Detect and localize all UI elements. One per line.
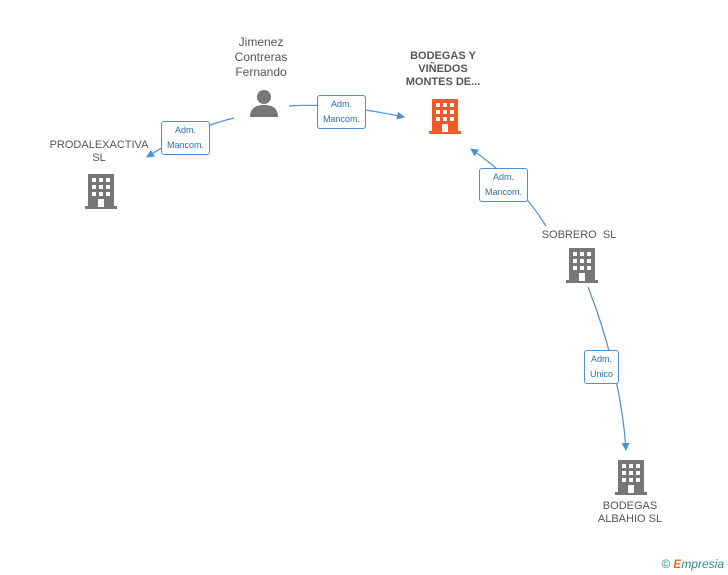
edge-label-role: Adm. bbox=[175, 125, 197, 135]
building-icon-sobrero[interactable] bbox=[566, 248, 598, 283]
building-icon-prodalex[interactable] bbox=[85, 174, 117, 209]
edge-label-role: Adm. bbox=[331, 99, 353, 109]
sobrero-company-label[interactable]: SOBRERO SL bbox=[535, 229, 623, 242]
edge-label-sobrero-albahio[interactable]: Adm. Unico bbox=[584, 350, 620, 384]
edge-label-person-prodalex[interactable]: Adm. Mancom. bbox=[161, 121, 211, 155]
empresia-brand[interactable]: ©Empresia bbox=[661, 557, 724, 571]
edge-label-role: Adm. bbox=[591, 354, 613, 364]
albahio-line-1: BODEGAS bbox=[602, 500, 658, 512]
sobrero-line-1: SOBRERO SL bbox=[541, 229, 617, 241]
copyright-icon: © bbox=[661, 557, 671, 571]
person-name-line-3: Fernando bbox=[235, 65, 287, 79]
person-node-label[interactable]: Jimenez Contreras Fernando bbox=[223, 35, 299, 80]
person-icon[interactable] bbox=[249, 89, 279, 118]
building-icon-albahio[interactable] bbox=[615, 460, 647, 495]
edge-label-type: Mancom. bbox=[485, 187, 523, 197]
main-company-line-1: BODEGAS Y bbox=[410, 50, 476, 62]
edge-label-person-main[interactable]: Adm. Mancom. bbox=[317, 95, 367, 129]
prodalex-line-1: PRODALEXACTIVA bbox=[49, 139, 149, 151]
person-name-line-1: Jimenez bbox=[238, 35, 284, 49]
main-company-label[interactable]: BODEGAS Y VIÑEDOS MONTES DE... bbox=[393, 50, 493, 89]
albahio-line-2: ALBAHIO SL bbox=[597, 513, 663, 525]
prodalex-company-label[interactable]: PRODALEXACTIVA SL bbox=[45, 139, 153, 165]
main-company-line-3: MONTES DE... bbox=[405, 76, 481, 88]
main-company-line-2: VIÑEDOS bbox=[418, 63, 468, 75]
brand-initial: E bbox=[673, 557, 682, 571]
albahio-company-label[interactable]: BODEGAS ALBAHIO SL bbox=[585, 500, 675, 526]
edge-label-type: Unico bbox=[590, 369, 614, 379]
edge-label-role: Adm. bbox=[493, 172, 515, 182]
brand-name-rest: mpresia bbox=[681, 557, 724, 571]
building-icon-main[interactable] bbox=[429, 99, 461, 134]
person-name-line-2: Contreras bbox=[234, 50, 288, 64]
edge-label-sobrero-main[interactable]: Adm. Mancom. bbox=[479, 168, 529, 202]
prodalex-line-2: SL bbox=[92, 152, 106, 164]
edge-label-type: Mancom. bbox=[323, 114, 361, 124]
edge-label-type: Mancom. bbox=[167, 140, 205, 150]
